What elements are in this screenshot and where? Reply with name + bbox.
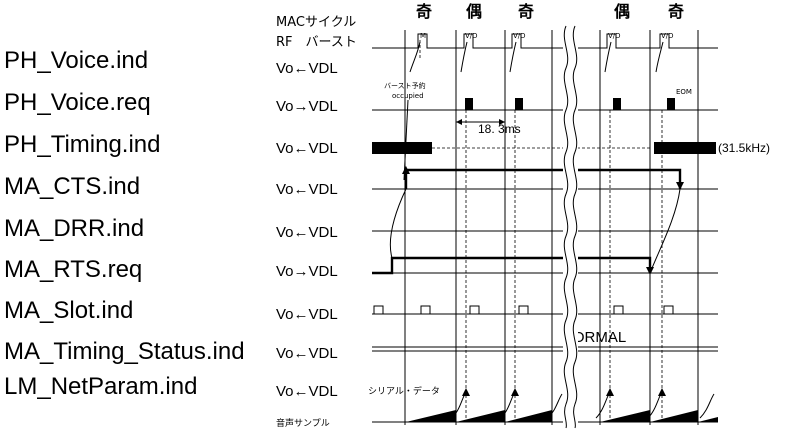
audio-ramp-4 [600, 410, 650, 422]
time-break-wave-left [563, 25, 569, 429]
direction-ph-voice-req: Vo→VDL [276, 98, 338, 115]
burst-label-vd-2: V/D [513, 32, 526, 40]
interval-arrow-left [456, 119, 462, 125]
cycle-label-odd-1: 奇 [416, 2, 432, 21]
direction-ma-cts-ind: Vo←VDL [276, 181, 338, 198]
direction-ma-rts-req: Vo→VDL [276, 263, 338, 280]
direction-ma-slot-ind: Vo←VDL [276, 306, 338, 323]
header: MACサイクル RF バースト 奇 偶 奇 偶 奇 [276, 2, 684, 50]
audio-ramp-6 [698, 417, 718, 422]
serial-arrow-2 [511, 388, 519, 396]
burst-reservation-label: バースト予約 [384, 81, 426, 90]
interval-marker: 18. 3ms [456, 119, 521, 136]
guide-lines [419, 40, 663, 420]
frequency-label: (31.5kHz) [718, 141, 770, 155]
direction-ph-voice-ind: Vo←VDL [276, 60, 338, 77]
burst-label-vd-1: V/D [465, 32, 478, 40]
signal-baselines [372, 109, 718, 423]
interval-label: 18. 3ms [478, 122, 521, 136]
signal-name-column: PH_Voice.ind PH_Voice.req PH_Timing.ind … [4, 47, 245, 400]
voice-ind-arrow-2 [460, 41, 468, 73]
slot-pulse-1 [373, 305, 384, 315]
cts-ind-pulse [404, 168, 682, 189]
audio-sample-ramps [406, 410, 718, 422]
time-break-wave-right [572, 25, 578, 429]
cycle-label-even-1: 偶 [466, 2, 482, 21]
voice-ind-arrow-5 [655, 41, 664, 73]
ph-voice-req-pulses [465, 98, 675, 110]
voice-req-pulse-3 [613, 98, 621, 110]
audio-ramp-1 [406, 410, 456, 422]
signal-name-ph-voice-ind: PH_Voice.ind [4, 47, 148, 74]
cycle-label-odd-3: 奇 [668, 2, 684, 21]
burst-label-vd-4: V/D [661, 32, 674, 40]
timing-train-1 [372, 142, 432, 154]
normal-status-label: NORMAL [562, 329, 626, 346]
serial-data-label: シリアル・データ [368, 385, 440, 397]
cts-arrow-up [402, 166, 410, 174]
slot-pulse-6 [663, 305, 674, 315]
slot-boundaries [404, 30, 699, 425]
direction-ma-drr-ind: Vo←VDL [276, 224, 338, 241]
rts-arrow-down [646, 267, 654, 275]
serial-arrow-1 [462, 388, 470, 396]
voice-ind-arrow-3 [509, 41, 517, 73]
audio-ramp-2 [456, 410, 505, 422]
interval-arrow-right [499, 119, 505, 125]
audio-ramp-3 [505, 410, 552, 422]
signal-name-lm-netparam-ind: LM_NetParam.ind [4, 373, 197, 400]
signal-name-ph-timing-ind: PH_Timing.ind [4, 131, 161, 158]
serial-hook-6 [547, 393, 563, 419]
burst-labels: M V/D V/D V/D V/D [420, 32, 674, 40]
rf-burst-label: RF バースト [276, 35, 357, 50]
direction-lm-netparam-ind: Vo←VDL [276, 383, 338, 400]
signal-name-ma-slot-ind: MA_Slot.ind [4, 297, 133, 324]
rts-cts-link-left [389, 188, 407, 259]
signal-name-ma-drr-ind: MA_DRR.ind [4, 215, 144, 242]
voice-req-pulse-1 [465, 98, 473, 110]
signal-name-ph-voice-req: PH_Voice.req [4, 89, 151, 116]
burst-label-m: M [420, 32, 426, 40]
reservation-pointer [403, 99, 409, 181]
occupied-label: occupied [392, 92, 424, 100]
cycle-label-even-2: 偶 [614, 2, 630, 21]
burst-label-vd-3: V/D [608, 32, 621, 40]
slot-pulse-5 [613, 305, 624, 315]
voice-req-pulse-2 [515, 98, 523, 110]
timing-train-2 [654, 142, 716, 154]
time-break [563, 25, 578, 429]
rf-burst-waveform [372, 33, 718, 49]
signal-name-ma-cts-ind: MA_CTS.ind [4, 173, 140, 200]
voice-ind-arrow-4 [604, 41, 612, 73]
ma-slot-ind-pulses [373, 305, 674, 315]
ph-voice-ind-arrows [409, 41, 664, 73]
mac-cycle-label: MACサイクル [276, 15, 356, 30]
serial-hook-5 [699, 393, 715, 419]
serial-arrow-3 [606, 388, 614, 396]
rts-req-pulse [372, 256, 652, 275]
direction-column: Vo←VDL Vo→VDL Vo←VDL Vo←VDL Vo←VDL Vo→VD… [276, 60, 338, 400]
eom-label: EOM [676, 88, 692, 96]
cycle-label-odd-2: 奇 [518, 2, 534, 21]
voice-ind-arrow-1 [409, 41, 421, 73]
voice-req-pulse-4 [667, 98, 675, 110]
direction-ma-timing-status-ind: Vo←VDL [276, 345, 338, 362]
audio-ramp-5 [650, 410, 698, 422]
serial-arrow-4 [658, 388, 666, 396]
signal-name-ma-rts-req: MA_RTS.req [4, 256, 142, 283]
slot-pulse-4 [518, 305, 529, 315]
cts-arrow-down [676, 182, 684, 190]
ph-timing-ind-pulses [372, 142, 716, 154]
slot-pulse-3 [469, 305, 480, 315]
signal-name-ma-timing-status-ind: MA_Timing_Status.ind [4, 338, 245, 365]
cts-rts-link-right [649, 188, 681, 274]
serial-data-arrows [462, 388, 666, 396]
slot-pulse-2 [420, 305, 431, 315]
audio-sample-label: 音声サンプル [276, 417, 330, 429]
direction-ph-timing-ind: Vo←VDL [276, 140, 338, 157]
